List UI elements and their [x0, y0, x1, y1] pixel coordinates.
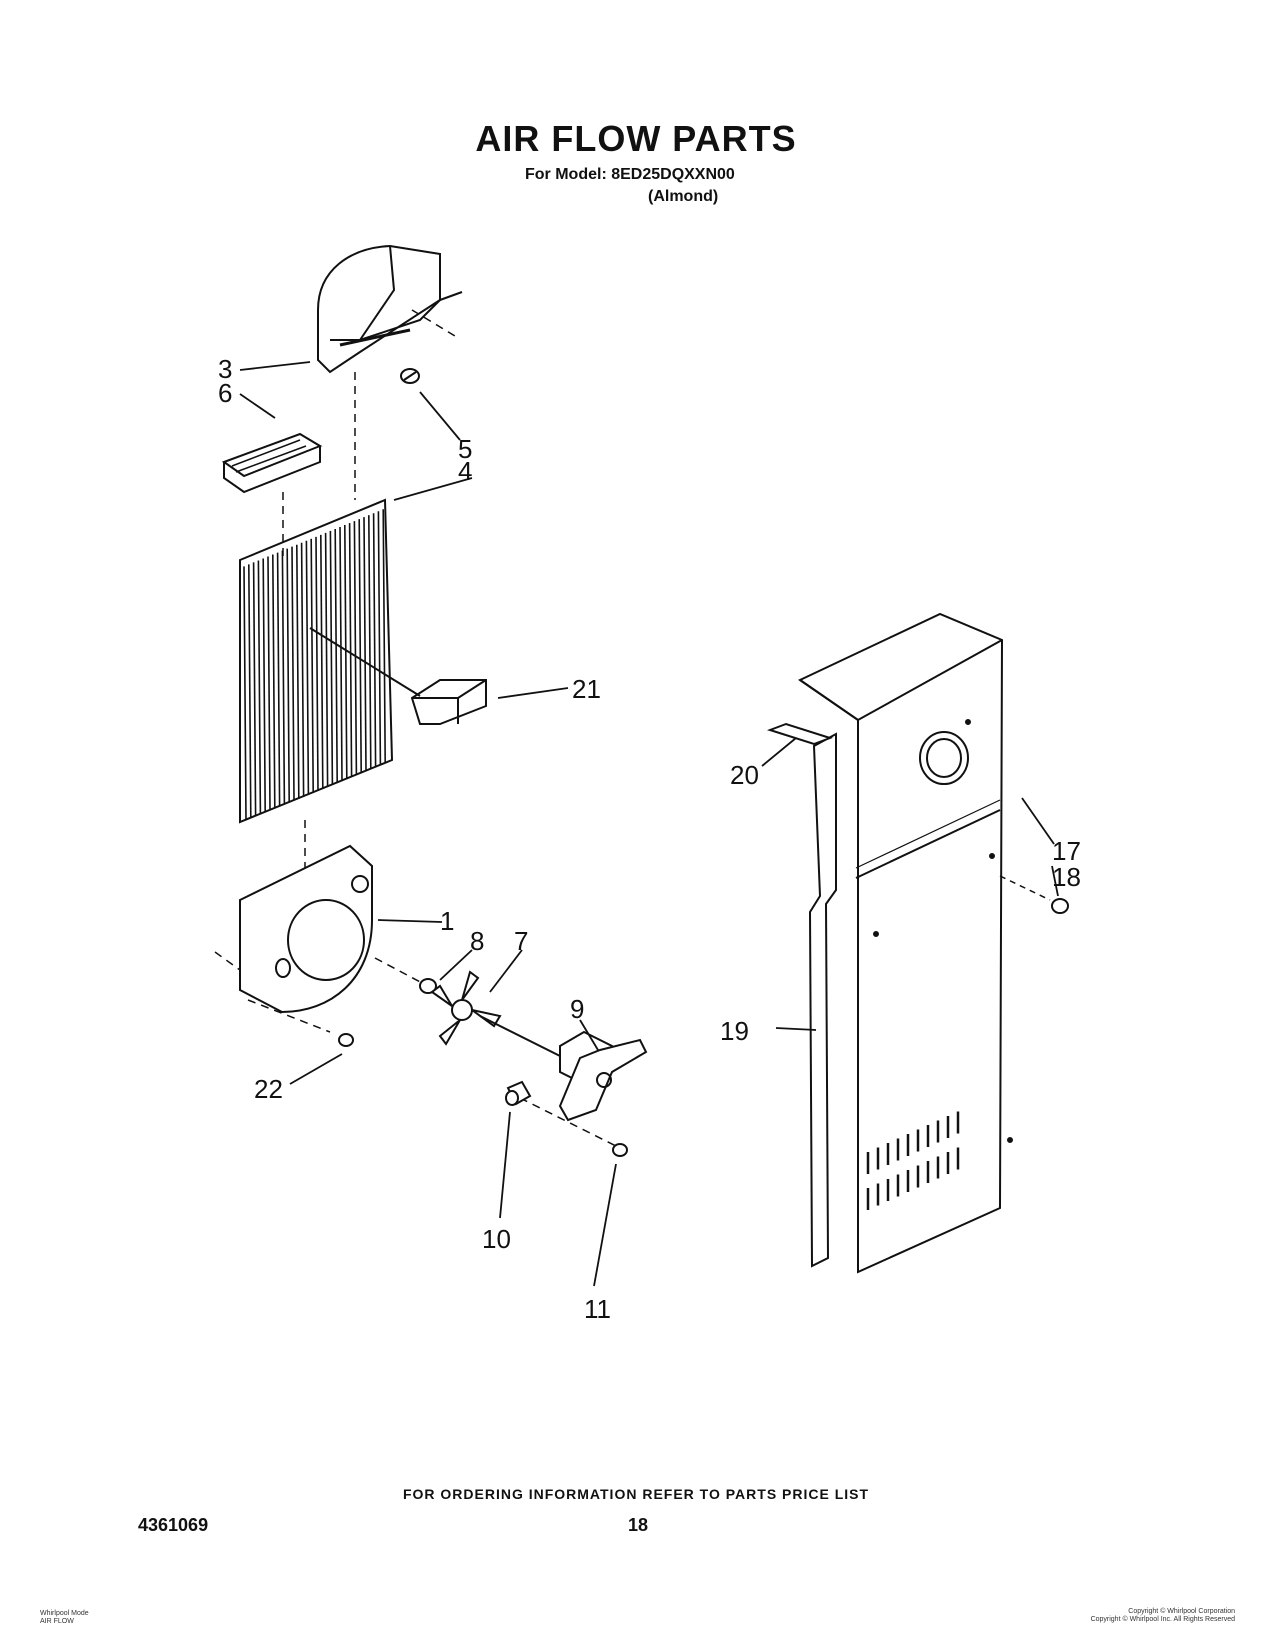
grid-fin	[363, 517, 367, 772]
grid-fin	[334, 528, 338, 783]
callout-5: 4	[458, 456, 472, 486]
fine-print-left-2: AIR FLOW	[40, 1618, 74, 1625]
grid-fin	[267, 556, 271, 811]
part-6-grille	[221, 432, 323, 494]
page-number: 18	[628, 1515, 649, 1535]
part-4-screw	[400, 368, 420, 384]
callout-11: 11	[584, 1294, 611, 1324]
grid-fin	[276, 552, 281, 807]
part-5-evaporator-cover	[239, 498, 394, 824]
callout-18: 18	[1052, 862, 1081, 892]
grid-fin	[320, 534, 324, 789]
part-19-insulation	[808, 732, 837, 1268]
part-9-nut	[419, 978, 437, 994]
part-3-duct-cover	[317, 244, 463, 374]
fine-print-right-1: Copyright © Whirlpool Corporation	[1128, 1608, 1235, 1615]
grid-fin	[248, 564, 252, 819]
grid-fin	[286, 548, 290, 803]
part-18-screw	[999, 875, 1069, 914]
callout-17: 17	[1052, 836, 1081, 866]
grid-fin	[296, 544, 300, 799]
grid-fin	[368, 515, 372, 770]
callout-3: 3	[218, 354, 232, 384]
grid-fin	[257, 560, 262, 815]
callout-22: 22	[254, 1074, 283, 1104]
part-17-rear-panel	[798, 612, 1013, 1274]
part-11-screw	[612, 1143, 628, 1157]
callout-19: 19	[720, 1016, 749, 1046]
grid-fin	[329, 530, 334, 785]
model-line: For Model: 8ED25DQXXN00	[525, 166, 735, 183]
grid-fin	[252, 562, 257, 817]
grid-fin	[272, 554, 276, 809]
callout-6: 6	[218, 378, 232, 408]
grid-fin	[382, 509, 386, 764]
grid-fin	[339, 526, 343, 782]
callout-4: 5	[458, 434, 472, 464]
grid-fin	[344, 525, 348, 780]
callout-labels: 3 6 5 4 21 1 8 7 9 22 10 11 17 18 19 20	[218, 354, 1081, 1324]
fine-print-left-1: Whirlpool Mode	[40, 1610, 89, 1617]
grid-fin	[358, 519, 362, 774]
callout-8: 7	[514, 926, 528, 956]
grid-fin	[305, 540, 310, 795]
callout-20: 20	[730, 760, 759, 790]
page-title: AIR FLOW PARTS	[475, 118, 797, 159]
part-10-grommet	[505, 1080, 532, 1106]
leader-lines	[239, 361, 1059, 1287]
fine-print-left: Whirlpool Mode AIR FLOW	[40, 1610, 89, 1626]
ordering-note: FOR ORDERING INFORMATION REFER TO PARTS …	[402, 1486, 870, 1502]
grid-fin	[243, 566, 247, 821]
grid-fin	[353, 521, 358, 776]
callout-21: 21	[572, 674, 601, 704]
callout-7: 9	[570, 994, 584, 1024]
grid-fin	[377, 511, 382, 766]
part-7-fan-motor	[479, 1015, 648, 1122]
grid-fin	[372, 513, 377, 768]
part-1-fan-shroud	[239, 844, 373, 1014]
assembly-guide-lines	[214, 309, 621, 1149]
fine-print-right: Copyright © Whirlpool Corporation Copyri…	[1020, 1608, 1235, 1624]
grid-fin	[324, 532, 329, 787]
part-20-seal	[766, 722, 834, 746]
grid-fin	[291, 546, 295, 801]
grid-fin	[281, 550, 286, 805]
part-number: 4361069	[138, 1515, 209, 1535]
callout-1: 1	[440, 906, 454, 936]
fine-print-right-2: Copyright © Whirlpool Inc. All Rights Re…	[1090, 1616, 1235, 1623]
grid-fin	[300, 542, 305, 797]
part-22-screw	[338, 1033, 354, 1047]
color-line: (Almond)	[648, 188, 719, 205]
grid-fin	[315, 536, 319, 791]
part-21-damper	[309, 627, 487, 725]
grid-fin	[348, 523, 353, 778]
callout-9: 8	[470, 926, 484, 956]
callout-10: 10	[482, 1224, 511, 1254]
part-8-fan-blade	[430, 970, 502, 1046]
grid-fin	[262, 558, 266, 813]
grid-fin	[310, 538, 314, 793]
